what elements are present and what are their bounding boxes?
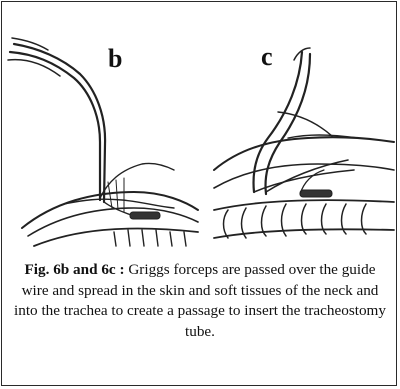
figure-frame: b c	[1, 1, 397, 386]
caption-label: Fig. 6b and 6c :	[25, 261, 125, 278]
figure-caption: Fig. 6b and 6c : Griggs forceps are pass…	[10, 260, 390, 342]
illustration-panel-c	[208, 42, 396, 252]
illustration-panel-b	[4, 32, 200, 252]
